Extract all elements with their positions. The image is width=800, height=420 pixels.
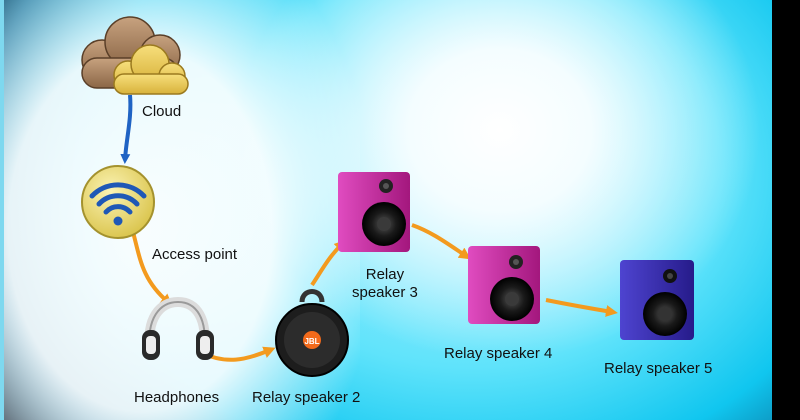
relay-speaker-3-label: Relay speaker 3 <box>352 266 418 301</box>
link-access-point-to-headphones <box>131 231 173 306</box>
link-cloud-to-access-point <box>120 94 133 164</box>
left-border <box>0 0 4 420</box>
headphones-icon <box>142 296 214 360</box>
cloud-label: Cloud <box>142 103 182 120</box>
link-speaker-4-to-speaker-5 <box>545 298 618 317</box>
headphones-label: Headphones <box>134 389 220 406</box>
flow-diagram: JBL <box>81 16 694 377</box>
access-point-label: Access point <box>152 246 238 263</box>
relay-speaker-5-label: Relay speaker 5 <box>604 360 713 377</box>
wifi-icon <box>81 165 155 239</box>
right-border <box>772 0 800 420</box>
relay-speaker-2-label: Relay speaker 2 <box>252 389 361 406</box>
link-speaker-3-to-speaker-4 <box>411 223 471 260</box>
bookshelf-speaker-icon <box>468 246 540 324</box>
jbl-speaker-icon: JBL <box>275 289 349 377</box>
link-speaker-2-to-speaker-3 <box>310 239 347 287</box>
cloud-icon <box>81 16 189 95</box>
bookshelf-speaker-icon <box>338 172 410 252</box>
relay-speaker-4-label: Relay speaker 4 <box>444 345 553 362</box>
bookshelf-speaker-icon <box>620 260 694 340</box>
svg-text:JBL: JBL <box>304 337 319 346</box>
